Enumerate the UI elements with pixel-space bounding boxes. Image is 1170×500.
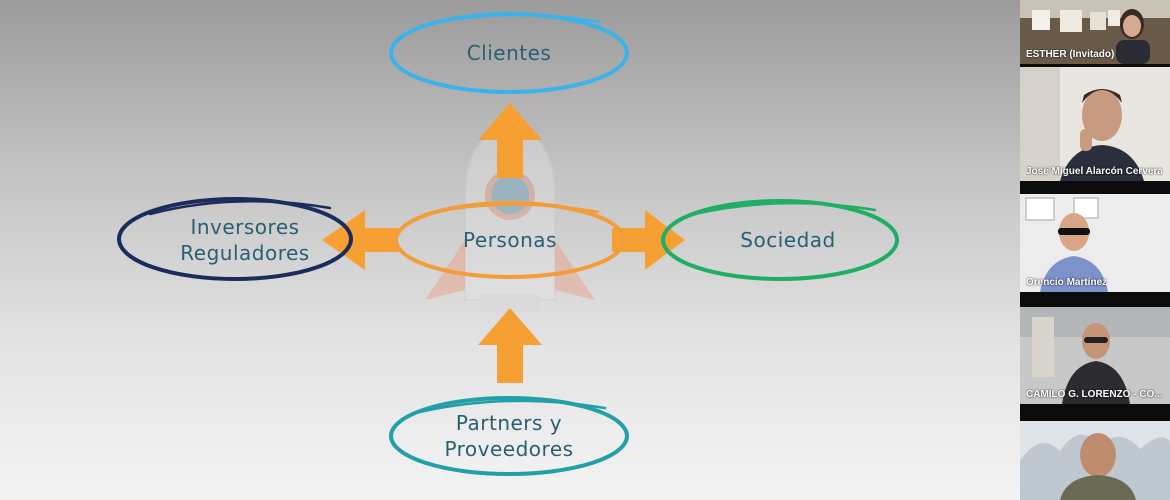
video-feed — [1020, 0, 1170, 64]
presentation-slide: Clientes Personas Inversores Reguladores… — [0, 0, 1020, 500]
participant-name: José Miguel Alarcón Cervera — [1026, 166, 1163, 177]
participant-tile[interactable]: José Miguel Alarcón Cervera — [1020, 67, 1170, 181]
diagram-canvas — [117, 12, 899, 476]
ellipse-partners — [389, 396, 629, 476]
node-sociedad: Sociedad — [740, 228, 836, 252]
ellipse-clientes — [389, 12, 629, 94]
participants-rail[interactable]: ESTHER (Invitado) José Miguel Alarcón Ce… — [1020, 0, 1170, 500]
video-feed — [1020, 421, 1170, 500]
arrow-down — [478, 308, 542, 383]
arrow-up — [478, 103, 542, 178]
ellipse-sociedad — [661, 199, 899, 281]
participant-tile[interactable]: ESTHER (Invitado) — [1020, 0, 1170, 64]
ellipse-personas — [394, 201, 626, 279]
arrow-right — [612, 210, 685, 270]
node-clientes: Clientes — [466, 41, 552, 65]
ellipse-inversores — [117, 197, 353, 281]
video-feed — [1020, 194, 1170, 292]
node-inversores-reguladores: Inversores Reguladores — [180, 215, 310, 265]
participant-tile[interactable]: Orencio Martínez — [1020, 194, 1170, 292]
participant-name: ESTHER (Invitado) — [1026, 49, 1115, 60]
participant-name: CAMILO G. LORENZO - CO... — [1026, 389, 1163, 400]
video-feed — [1020, 67, 1170, 181]
participant-tile[interactable] — [1020, 421, 1170, 500]
node-personas: Personas — [463, 228, 557, 252]
arrow-left — [322, 210, 398, 270]
node-partners-proveedores: Partners y Proveedores — [444, 411, 574, 461]
participant-name: Orencio Martínez — [1026, 277, 1108, 288]
video-feed — [1020, 307, 1170, 404]
participant-tile[interactable]: CAMILO G. LORENZO - CO... — [1020, 307, 1170, 404]
arrows — [322, 103, 685, 383]
